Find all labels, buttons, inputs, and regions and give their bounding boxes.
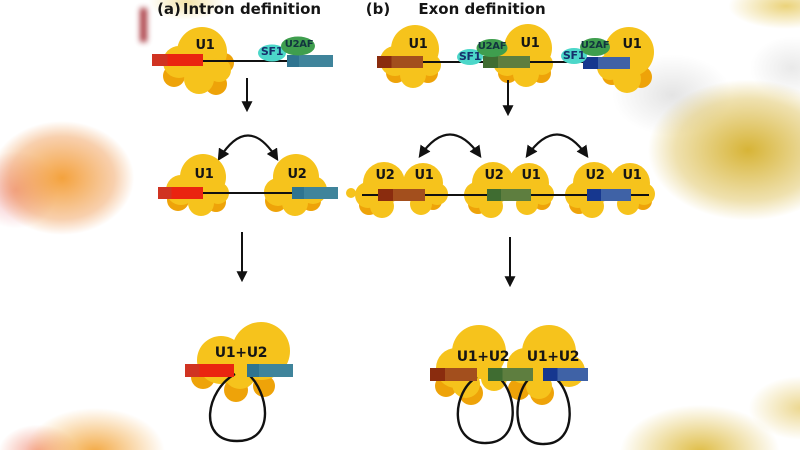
exon-rect-brown [430,368,477,381]
u2af-protein-shape [476,39,508,57]
exon-rect-red [152,54,203,66]
exon-rect-brown [377,56,423,68]
u2af-protein-shape [580,38,610,56]
sf1-protein-shape [258,44,286,62]
u1-label: U1 [194,167,214,182]
u1-snrnp-blob [493,24,553,87]
u1-label: U1 [195,38,215,53]
lariat-loop [208,372,267,443]
u1-label: U1 [521,168,541,183]
u2-label: U2 [585,168,605,183]
exon-rect-teal [247,364,293,377]
interaction-arc-arrow [217,134,279,162]
u2-label: U2 [375,168,395,183]
exon-rect-green [487,189,531,201]
u2af-label: U2AF [284,39,314,50]
panel-b-title: Exon definition [418,0,546,18]
u2af-label: U2AF [477,41,507,52]
u2-snrnp-blob [264,154,327,216]
exon-rect-green [488,368,533,381]
sf1-label: SF1 [260,45,284,58]
interaction-arc-arrow [525,133,589,158]
u2af-protein-shape [281,36,315,56]
exon-rect-teal [287,55,333,67]
exon-rect-teal [292,187,338,199]
stray-blob-dot [346,188,356,198]
interaction-arc-arrow [418,133,482,158]
u1-u2-complex-blob [191,322,290,402]
u1-u2-complex-label: U1+U2 [214,345,268,361]
sf1-label: SF1 [458,50,482,63]
u2af-label: U2AF [580,40,610,51]
u1-u2-complex-blob [507,325,585,405]
lariat-loop [456,375,514,445]
u1-label: U1 [414,168,434,183]
exon-rect-blue [583,57,630,69]
panel-a-artwork [152,27,356,443]
lariat-loop [516,376,571,446]
exon-rect-blue [587,189,631,201]
panel-b-tag: (b) [365,0,391,18]
panel-a-title: Intron definition [182,0,322,18]
u2-label: U2 [287,167,307,182]
u1-u2-complex-label: U1+U2 [526,349,580,365]
u1-u2-complex-label: U1+U2 [456,349,510,365]
exon-rect-red [158,187,203,199]
sf1-protein-shape [561,48,587,64]
sf1-label: SF1 [562,49,586,62]
u1-u2-complex-blob [435,325,507,405]
u2-label: U2 [484,168,504,183]
u1-label: U1 [408,37,428,52]
sf1-protein-shape [457,49,483,65]
panel-a-tag: (a) [157,0,181,18]
exon-rect-green [483,56,530,68]
exon-rect-blue [543,368,588,381]
u1-label: U1 [520,36,540,51]
exon-rect-red [185,364,234,377]
panel-b-artwork [355,24,655,446]
u1-label: U1 [622,37,642,52]
u1-label: U1 [622,168,642,183]
u1-snrnp-blob [166,154,229,216]
exon-rect-brown [378,189,425,201]
background-red-smudge [140,8,147,42]
